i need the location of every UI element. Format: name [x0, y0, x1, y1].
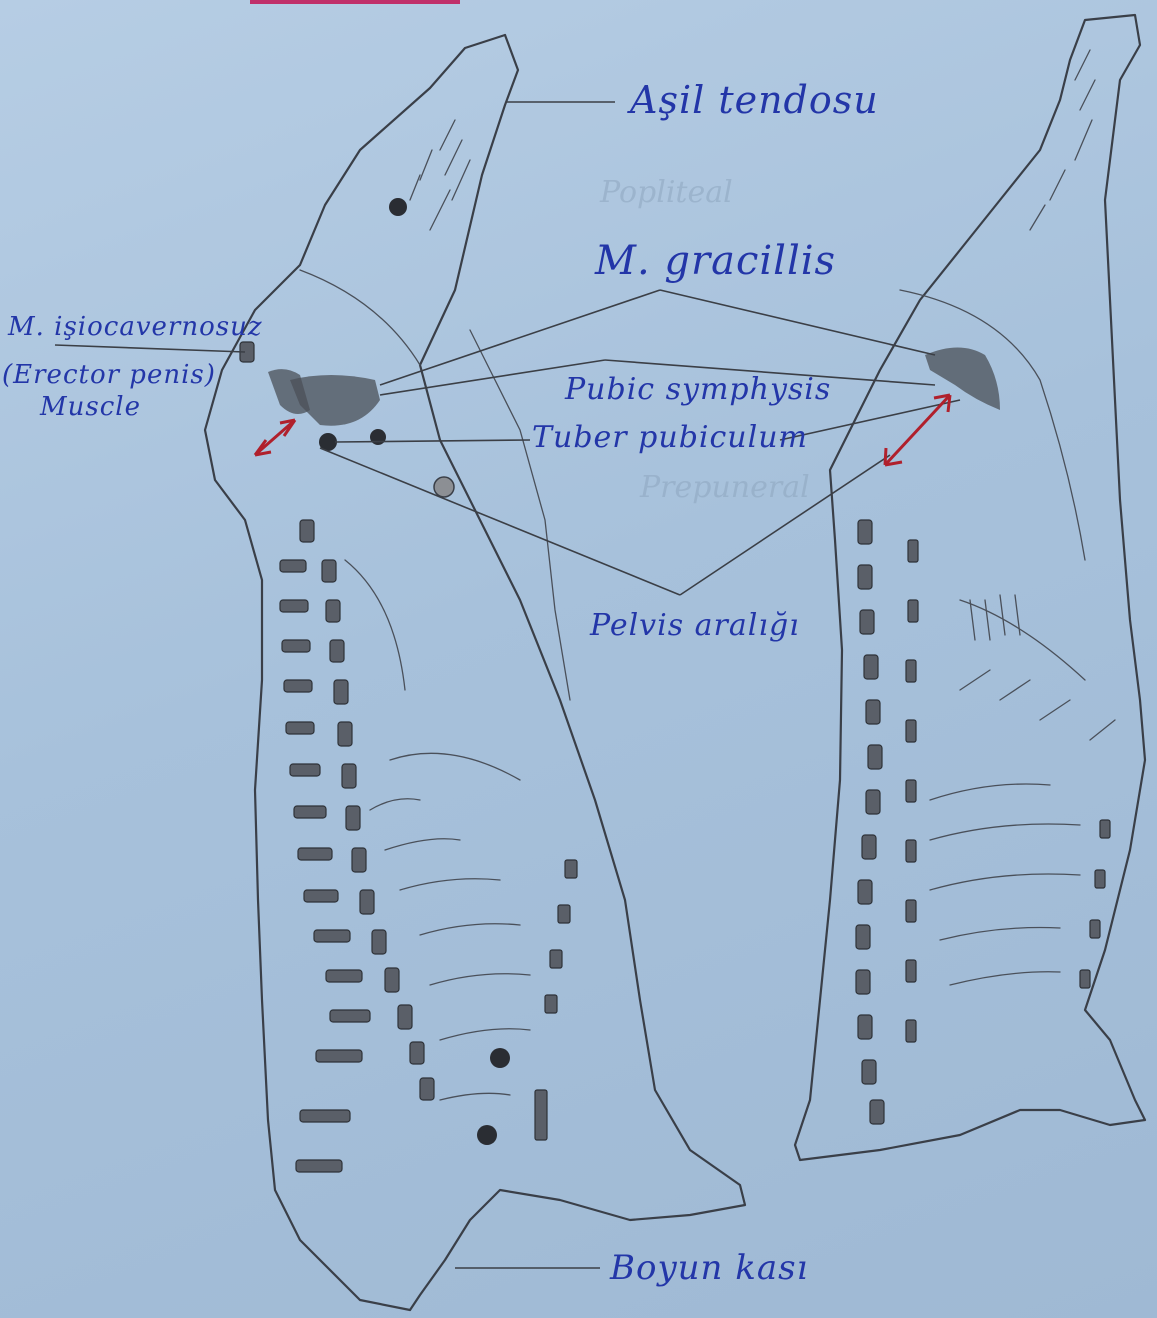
- left-carcass-back-outline: [205, 35, 505, 1310]
- label-gracilis: M. gracillis: [595, 238, 836, 284]
- leader-gracilis-left: [380, 290, 660, 385]
- left-spine: [280, 520, 434, 1172]
- label-neck-muscle: Boyun kası: [610, 1248, 808, 1288]
- left-red-arrow: [255, 420, 295, 455]
- leader-gracilis-right: [660, 290, 935, 355]
- label-pelvis-aperture: Pelvis aralığı: [590, 608, 800, 643]
- left-marker-dot-3: [370, 429, 386, 445]
- leader-tuber-left: [335, 440, 530, 442]
- label-pubic-symphysis: Pubic symphysis: [565, 372, 831, 407]
- left-carcass-belly-outline: [410, 35, 745, 1310]
- right-carcass-outline-outer: [795, 15, 1145, 1160]
- leader-ischio: [55, 345, 245, 352]
- label-muscle: Muscle: [40, 392, 141, 422]
- leader-pelvis-left: [320, 448, 680, 595]
- left-marker-dot-gray: [434, 477, 454, 497]
- left-marker-dot-1: [389, 198, 407, 216]
- left-marker-dot-4: [490, 1048, 510, 1068]
- right-red-arrow: [885, 395, 950, 465]
- left-rump-curve: [345, 560, 405, 690]
- right-flank-line: [960, 600, 1085, 680]
- left-marker-dot-5: [477, 1125, 497, 1145]
- label-erector-penis: (Erector penis): [2, 360, 216, 390]
- right-rib-hatching: [930, 595, 1115, 985]
- ghost-text-upper: Popliteal: [600, 175, 733, 210]
- label-achilles-tendon: Aşil tendosu: [630, 78, 879, 122]
- left-sternum: [535, 860, 577, 1140]
- label-tuber-pubiculum: Tuber pubiculum: [532, 420, 808, 455]
- right-pubic-mass: [925, 348, 1000, 411]
- right-sternum: [1080, 820, 1110, 988]
- label-ischiocavernosus: M. işiocavernosuz: [8, 312, 263, 342]
- left-hind-leg-line: [300, 270, 420, 365]
- right-carcass: [795, 15, 1145, 1160]
- left-carcass: [205, 35, 745, 1310]
- left-shoulder-curve: [390, 753, 520, 780]
- right-spine: [856, 520, 918, 1124]
- ghost-text-lower: Prepuneral: [640, 470, 810, 505]
- right-inner-leg-line: [900, 290, 1085, 560]
